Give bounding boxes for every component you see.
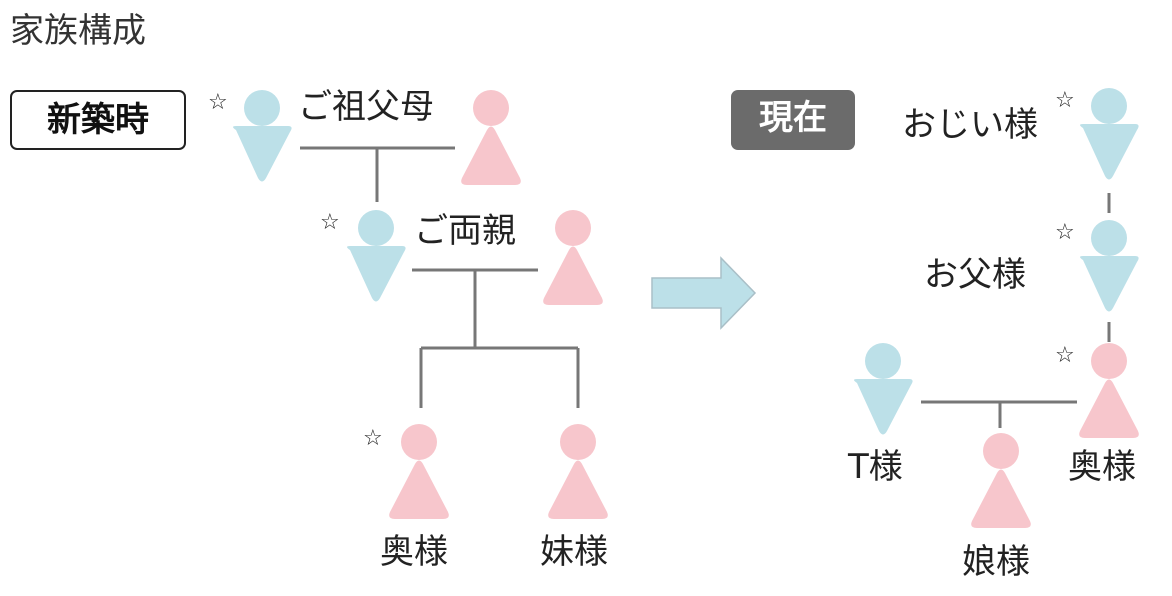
person-father-icon xyxy=(344,210,408,306)
wife-now-label: 奥様 xyxy=(1068,447,1136,487)
page-title: 家族構成 xyxy=(10,11,146,51)
grandpa-label: おじい様 xyxy=(902,105,1038,145)
father-label: お父様 xyxy=(924,255,1026,295)
star-icon: ☆ xyxy=(363,426,383,451)
sister-label: 妹様 xyxy=(540,532,608,572)
person-grandfather-icon xyxy=(230,90,294,186)
person-wife-now-icon xyxy=(1077,343,1141,439)
daughter-label: 娘様 xyxy=(962,542,1030,582)
person-mother-icon xyxy=(541,210,605,306)
person-wife-icon xyxy=(387,424,451,520)
star-icon: ☆ xyxy=(208,90,228,115)
badge-current: 現在 xyxy=(731,90,855,150)
person-grandmother-icon xyxy=(459,90,523,186)
wife-label: 奥様 xyxy=(380,532,448,572)
star-icon: ☆ xyxy=(320,210,340,235)
badge-new-build: 新築時 xyxy=(10,90,186,150)
person-sister-icon xyxy=(546,424,610,520)
star-icon: ☆ xyxy=(1055,343,1075,368)
husband-label: T様 xyxy=(848,447,903,487)
person-husband-icon xyxy=(851,343,915,439)
parents-label: ご両親 xyxy=(414,211,516,251)
star-icon: ☆ xyxy=(1055,88,1075,113)
person-grandpa-icon xyxy=(1077,88,1141,184)
transition-arrow xyxy=(651,256,757,330)
person-daughter-icon xyxy=(969,433,1033,529)
grandparents-label: ご祖父母 xyxy=(298,87,434,127)
person-father-now-icon xyxy=(1077,220,1141,316)
star-icon: ☆ xyxy=(1055,220,1075,245)
